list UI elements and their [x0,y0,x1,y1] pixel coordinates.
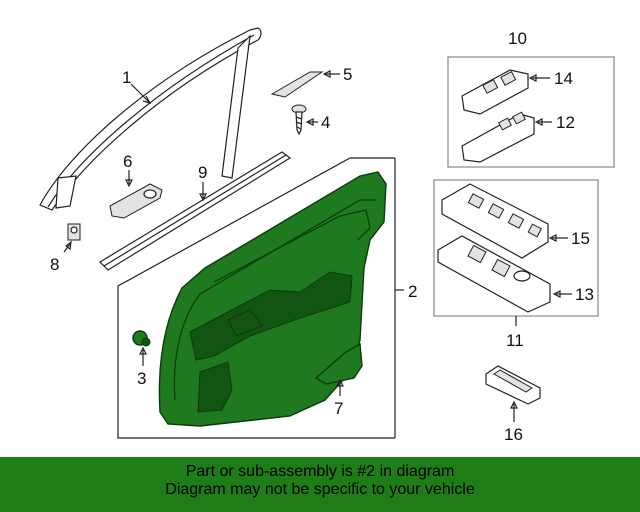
disclaimer-banner: Part or sub-assembly is #2 in diagram Di… [0,457,640,512]
callout-13: 13 [575,285,594,304]
disclaimer-line-1: Part or sub-assembly is #2 in diagram [185,463,455,480]
callout-2: 2 [408,282,417,301]
callout-3: 3 [137,369,146,388]
part-16-lamp [485,365,541,422]
callout-10: 10 [508,29,527,48]
callout-5: 5 [343,65,352,84]
part-2-door-trim-panel [158,171,387,427]
part-15-master-bezel [441,183,568,259]
part-6-handle-bracket [109,170,163,219]
callout-12: 12 [556,113,575,132]
callout-4: 4 [321,113,330,132]
callout-9: 9 [198,163,207,182]
part-2-bracket-box [117,157,395,439]
callout-7: 7 [334,399,343,418]
part-13-master-switch [437,235,572,313]
callout-15: 15 [571,229,590,248]
part-4-screw [291,104,318,136]
part-12-switch [461,111,552,163]
callout-14: 14 [554,69,573,88]
part-14-switch-bezel [461,69,550,115]
part-9-weatherstrip [99,151,292,271]
callout-1: 1 [122,68,131,87]
part-8-clip [63,223,81,253]
callout-16: 16 [504,425,523,444]
part-1-window-molding [39,27,262,211]
disclaimer-line-2: Diagram may not be specific to your vehi… [165,481,475,498]
callout-11: 11 [506,331,524,350]
parts-diagram: 1 2 3 4 5 6 7 8 9 10 11 12 13 14 15 16 [39,27,615,444]
callout-8: 8 [50,255,59,274]
part-7-mirror-trim [314,342,363,396]
callout-6: 6 [123,152,132,171]
group-10-frame [447,56,615,168]
part-5-trim [270,70,340,98]
part-3-push-clip [132,330,151,366]
